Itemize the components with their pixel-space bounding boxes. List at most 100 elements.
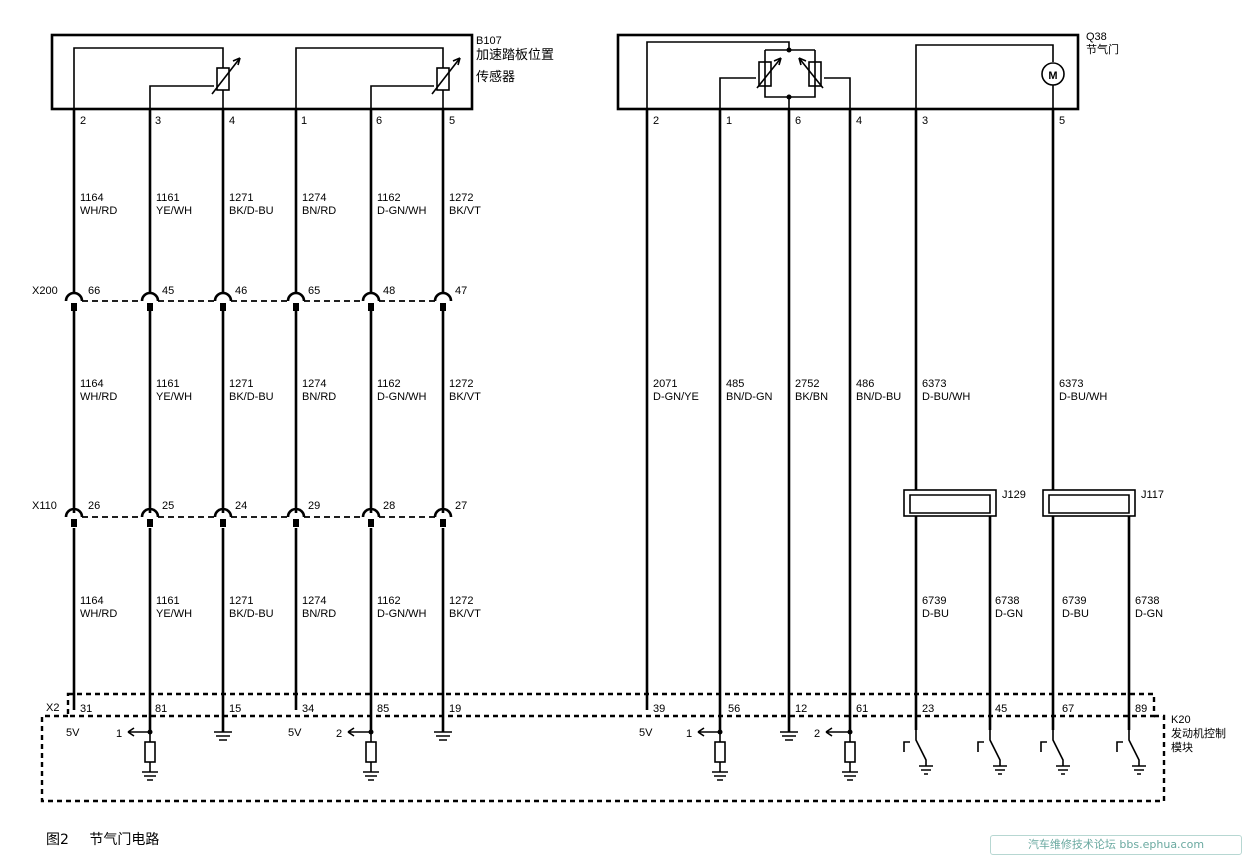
x110-pin: 26 bbox=[88, 500, 100, 512]
k20-ecm: K20 发动机控制 模块 5V 5V 5V 1 2 1 bbox=[40, 714, 1226, 803]
left-wires bbox=[72, 110, 445, 732]
wire-color: WH/RD bbox=[80, 608, 117, 620]
x2-pin: 39 bbox=[653, 703, 665, 715]
x110-pin: 24 bbox=[235, 500, 247, 512]
left-wire-labels-upper: 1164 WH/RD 1161 YE/WH 1271 BK/D-BU 1274 … bbox=[80, 192, 481, 217]
wire-color: BN/RD bbox=[302, 608, 336, 620]
b107-pin: 3 bbox=[155, 115, 161, 127]
x200-pin: 47 bbox=[455, 285, 467, 297]
wire-circuit: 6738 bbox=[1135, 595, 1159, 607]
wire-color: YE/WH bbox=[156, 608, 192, 620]
right-wires bbox=[645, 110, 1055, 732]
x110-connector: X110 26 25 24 29 28 27 bbox=[32, 500, 467, 527]
pullup-resistor bbox=[365, 741, 377, 763]
q38-potentiometer-2 bbox=[808, 61, 822, 87]
b107-pin: 1 bbox=[301, 115, 307, 127]
b107-pin: 2 bbox=[80, 115, 86, 127]
signal-arrow-icon bbox=[697, 727, 720, 737]
x200-pin: 45 bbox=[162, 285, 174, 297]
j129-ref: J129 bbox=[1002, 489, 1026, 501]
q38-name: 节气门 bbox=[1086, 42, 1119, 56]
x2-pin: 67 bbox=[1062, 703, 1074, 715]
wire-color: D-BU/WH bbox=[922, 391, 970, 403]
forum-watermark: 汽车维修技术论坛 bbs.ephua.com bbox=[990, 835, 1242, 855]
x110-pin: 28 bbox=[383, 500, 395, 512]
k20-box bbox=[40, 714, 1166, 803]
x2-pin: 12 bbox=[795, 703, 807, 715]
wire-color: WH/RD bbox=[80, 205, 117, 217]
wire-color: BK/D-BU bbox=[229, 391, 274, 403]
wire-circuit: 485 bbox=[726, 378, 744, 390]
wire-color: D-GN/WH bbox=[377, 391, 427, 403]
b107-sensor2-arrow bbox=[431, 57, 461, 95]
x200-pin: 65 bbox=[308, 285, 320, 297]
q38-signal-2-wiper bbox=[824, 77, 851, 110]
x2-pin: 45 bbox=[995, 703, 1007, 715]
signal-arrow-icon bbox=[347, 727, 371, 737]
motor-label: M bbox=[1048, 70, 1057, 82]
ground-icon bbox=[434, 731, 452, 741]
wire-color: BN/D-GN bbox=[726, 391, 773, 403]
figure-caption: 图2 节气门电路 bbox=[46, 829, 175, 849]
wire-circuit: 2071 bbox=[653, 378, 677, 390]
ground-icon bbox=[780, 731, 798, 741]
q38-throttle: Q38 节气门 M bbox=[616, 31, 1119, 111]
wire-color: YE/WH bbox=[156, 391, 192, 403]
b107-name-2: 传感器 bbox=[476, 69, 515, 85]
q38-pin: 2 bbox=[653, 115, 659, 127]
motor-driver-switches bbox=[903, 730, 1146, 775]
b107-pin: 4 bbox=[229, 115, 235, 127]
x200-ref: X200 bbox=[32, 285, 58, 297]
wire-circuit: 6739 bbox=[1062, 595, 1086, 607]
x2-pin: 85 bbox=[377, 703, 389, 715]
supply-5v-label: 5V bbox=[66, 727, 80, 739]
q38-pin: 4 bbox=[856, 115, 862, 127]
wire-circuit: 1164 bbox=[80, 192, 104, 204]
wire-circuit: 6373 bbox=[1059, 378, 1083, 390]
ground-icon bbox=[142, 762, 158, 781]
wire-circuit: 1274 bbox=[302, 378, 326, 390]
wire-color: D-GN bbox=[995, 608, 1023, 620]
j117-wires bbox=[1051, 516, 1131, 730]
left-wire-labels-middle: 1164 WH/RD 1161 YE/WH 1271 BK/D-BU 1274 … bbox=[80, 378, 481, 403]
q38-motor-loop bbox=[915, 44, 1054, 110]
wire-color: BK/D-BU bbox=[229, 205, 274, 217]
wire-color: D-BU bbox=[922, 608, 949, 620]
b107-ref: B107 bbox=[476, 35, 502, 47]
x2-ref: X2 bbox=[46, 702, 59, 714]
b107-name-1: 加速踏板位置 bbox=[476, 48, 554, 63]
q38-sensor-frame bbox=[764, 49, 816, 98]
q38-pins: 2 1 6 4 3 5 bbox=[653, 115, 1065, 127]
j129-box bbox=[903, 489, 997, 517]
wire-color: BN/D-BU bbox=[856, 391, 901, 403]
x110-pin: 29 bbox=[308, 500, 320, 512]
q38-pin: 3 bbox=[922, 115, 928, 127]
x2-pin: 34 bbox=[302, 703, 314, 715]
wire-color: D-GN bbox=[1135, 608, 1163, 620]
b107-sensor1-supply-loop bbox=[73, 47, 224, 110]
b107-pin: 6 bbox=[376, 115, 382, 127]
wire-circuit: 486 bbox=[856, 378, 874, 390]
x2-pin: 56 bbox=[728, 703, 740, 715]
b107-sensor1-wiper bbox=[149, 85, 214, 110]
figure-title: 节气门电路 bbox=[89, 832, 160, 848]
wire-circuit: 1272 bbox=[449, 378, 473, 390]
wire-color: D-BU bbox=[1062, 608, 1089, 620]
x2-connector: X2 31 81 15 34 85 19 39 56 12 61 23 45 6… bbox=[46, 692, 1156, 718]
signal-arrow-icon bbox=[127, 727, 150, 737]
x2-pin: 19 bbox=[449, 703, 461, 715]
x110-pin: 25 bbox=[162, 500, 174, 512]
wire-color: D-GN/WH bbox=[377, 205, 427, 217]
x2-box bbox=[66, 692, 1156, 718]
k20-name-1: 发动机控制 bbox=[1171, 726, 1226, 740]
wire-circuit: 6373 bbox=[922, 378, 946, 390]
supply-5v-label: 5V bbox=[288, 727, 302, 739]
b107-sensor2-supply-loop bbox=[295, 47, 444, 110]
q38-box bbox=[616, 33, 1080, 111]
wire-circuit: 1164 bbox=[80, 378, 104, 390]
b107-pin: 5 bbox=[449, 115, 455, 127]
wire-circuit: 1271 bbox=[229, 595, 253, 607]
lower-right-wire-labels: 6739 D-BU 6738 D-GN 6739 D-BU 6738 D-GN bbox=[922, 595, 1163, 620]
wire-circuit: 1271 bbox=[229, 192, 253, 204]
